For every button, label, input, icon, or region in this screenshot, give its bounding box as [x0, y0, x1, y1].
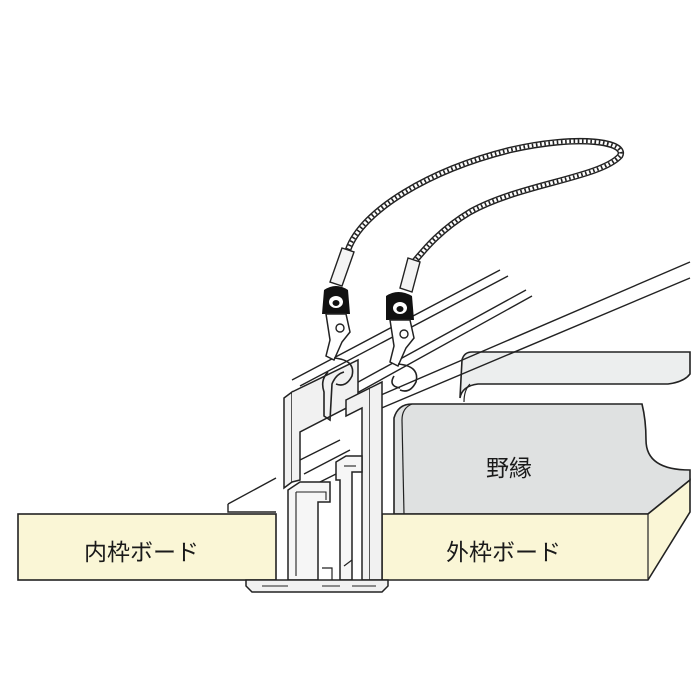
- wire-sleeve-right: [399, 257, 421, 293]
- joist-main-block: [393, 403, 691, 515]
- wire-sleeve-left: [329, 247, 355, 287]
- outer-board-label: 外枠ボード: [446, 540, 561, 566]
- inner-board: [17, 513, 277, 581]
- hook-right: [391, 363, 418, 392]
- wire-sleeves: [329, 247, 421, 293]
- frame-channel: [287, 481, 331, 581]
- inner-frame-plate: [283, 390, 293, 490]
- inner-board-label: 内枠ボード: [84, 540, 199, 566]
- bottom-flange: [245, 579, 389, 593]
- swivel-clip-left: [322, 286, 351, 362]
- safety-wire: [344, 137, 625, 266]
- frame-profile: [245, 358, 389, 593]
- hook-left: [321, 357, 354, 422]
- joist: [393, 351, 691, 515]
- joist-label: 野縁: [486, 456, 532, 482]
- joist-back-layer: [459, 351, 691, 399]
- swivel-clip-right: [386, 292, 415, 368]
